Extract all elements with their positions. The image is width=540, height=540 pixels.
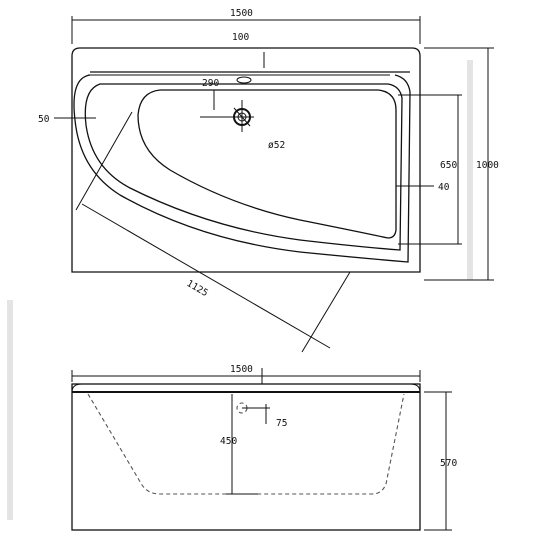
dim-inner-depth — [398, 94, 462, 245]
dim-drain-label: ø52 — [268, 140, 285, 151]
tub-inner-rim — [84, 83, 403, 251]
dim-depth-label: 1000 — [476, 160, 499, 171]
dim-depth — [424, 47, 494, 281]
dim-diagonal-label: 1125 — [185, 278, 210, 299]
dim-side-width — [71, 368, 421, 384]
dim-side-overflow-label: 75 — [276, 418, 287, 429]
dim-diagonal — [75, 111, 351, 353]
tub-side-rim-curve — [71, 383, 421, 393]
dim-width-top — [71, 16, 421, 44]
dim-left-rim-label: 50 — [38, 114, 50, 125]
dim-side-inner-depth-label: 450 — [220, 436, 237, 447]
top-view: 1500 100 290 50 ø52 650 40 1000 — [38, 8, 499, 353]
dim-inner-depth-label: 650 — [440, 160, 457, 171]
tub-outer-outline — [71, 47, 421, 273]
side-view: 75 1500 450 570 — [71, 364, 457, 531]
background-ghost — [7, 60, 473, 520]
dim-right-rim-label: 40 — [438, 182, 450, 193]
tub-side-basin — [87, 393, 405, 495]
dim-side-height — [424, 391, 452, 531]
overflow-hole — [236, 76, 252, 84]
dim-side-width-label: 1500 — [230, 364, 253, 375]
tub-rim-curve — [73, 74, 411, 263]
drain-icon — [230, 100, 254, 132]
dim-rim-label: 100 — [232, 32, 249, 43]
dim-width-label: 1500 — [230, 8, 253, 19]
dim-side-height-label: 570 — [440, 458, 457, 469]
dim-overflow-label: 290 — [202, 78, 219, 89]
tub-basin-outline — [137, 89, 397, 239]
